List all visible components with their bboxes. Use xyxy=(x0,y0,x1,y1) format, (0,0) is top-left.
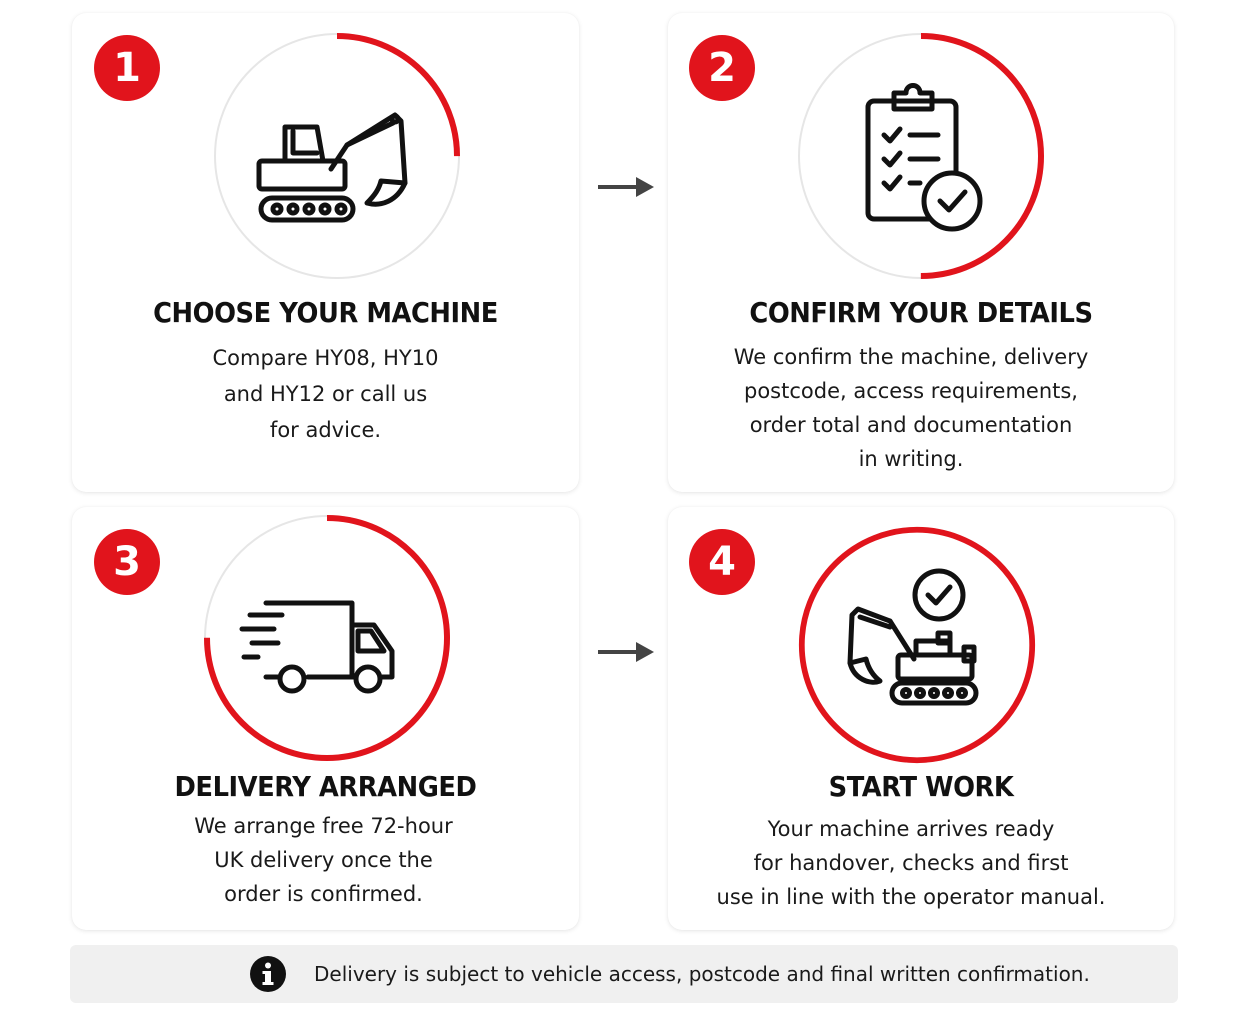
description-line: We arrange free 72-hour xyxy=(194,814,453,838)
excavator-check-icon xyxy=(844,567,984,716)
progress-ring xyxy=(797,525,1037,765)
progress-ring xyxy=(796,31,1046,281)
description-line: order is confirmed. xyxy=(224,882,423,906)
description-line: Your machine arrives ready xyxy=(767,817,1055,841)
step-description: Compare HY08, HY10 and HY12 or call us f… xyxy=(72,340,579,448)
delivery-truck-icon xyxy=(238,595,403,703)
delivery-note-bar: Delivery is subject to vehicle access, p… xyxy=(70,945,1178,1003)
description-line: UK delivery once the xyxy=(214,848,433,872)
arrow-right-icon xyxy=(596,174,656,204)
step-description: We arrange free 72-hour UK delivery once… xyxy=(70,809,577,911)
step-title: DELIVERY ARRANGED xyxy=(174,770,477,803)
description-line: Compare HY08, HY10 xyxy=(212,346,439,370)
step-description: Your machine arrives ready for handover,… xyxy=(658,812,1164,914)
step-card-1: 1 CHOOSE YOUR MACHINE Compare HY08, HY10… xyxy=(72,13,579,492)
step-number-badge: 3 xyxy=(94,529,160,595)
step-card-3: 3 DELIVERY ARRANGED We arrange free 72-h… xyxy=(72,507,579,930)
info-icon xyxy=(250,956,286,996)
step-card-2: 2 CONFIRM YOUR DETAILS We confirm the ma… xyxy=(668,13,1174,492)
description-line: in writing. xyxy=(858,447,964,471)
progress-ring xyxy=(202,513,452,763)
description-line: for advice. xyxy=(269,418,382,442)
step-card-4: 4 START WORK Your machine arrives ready … xyxy=(668,507,1174,930)
step-number-badge: 4 xyxy=(689,529,755,595)
progress-ring xyxy=(212,31,462,281)
description-line: use in line with the operator manual. xyxy=(716,885,1106,909)
description-line: and HY12 or call us xyxy=(223,382,428,406)
step-title: CHOOSE YOUR MACHINE xyxy=(153,296,498,329)
step-number-badge: 2 xyxy=(689,35,755,101)
step-title: CONFIRM YOUR DETAILS xyxy=(749,296,1093,329)
arrow-right-icon xyxy=(596,639,656,669)
description-line: postcode, access requirements, xyxy=(744,379,1078,403)
description-line: We confirm the machine, delivery xyxy=(733,345,1089,369)
step-title: START WORK xyxy=(828,770,1014,803)
description-line: for handover, checks and first xyxy=(753,851,1069,875)
step-number-badge: 1 xyxy=(94,35,160,101)
delivery-note-text: Delivery is subject to vehicle access, p… xyxy=(314,962,1090,986)
clipboard-check-icon xyxy=(858,79,988,243)
step-description: We confirm the machine, delivery postcod… xyxy=(658,340,1164,476)
description-line: order total and documentation xyxy=(749,413,1073,437)
excavator-icon xyxy=(255,103,415,237)
